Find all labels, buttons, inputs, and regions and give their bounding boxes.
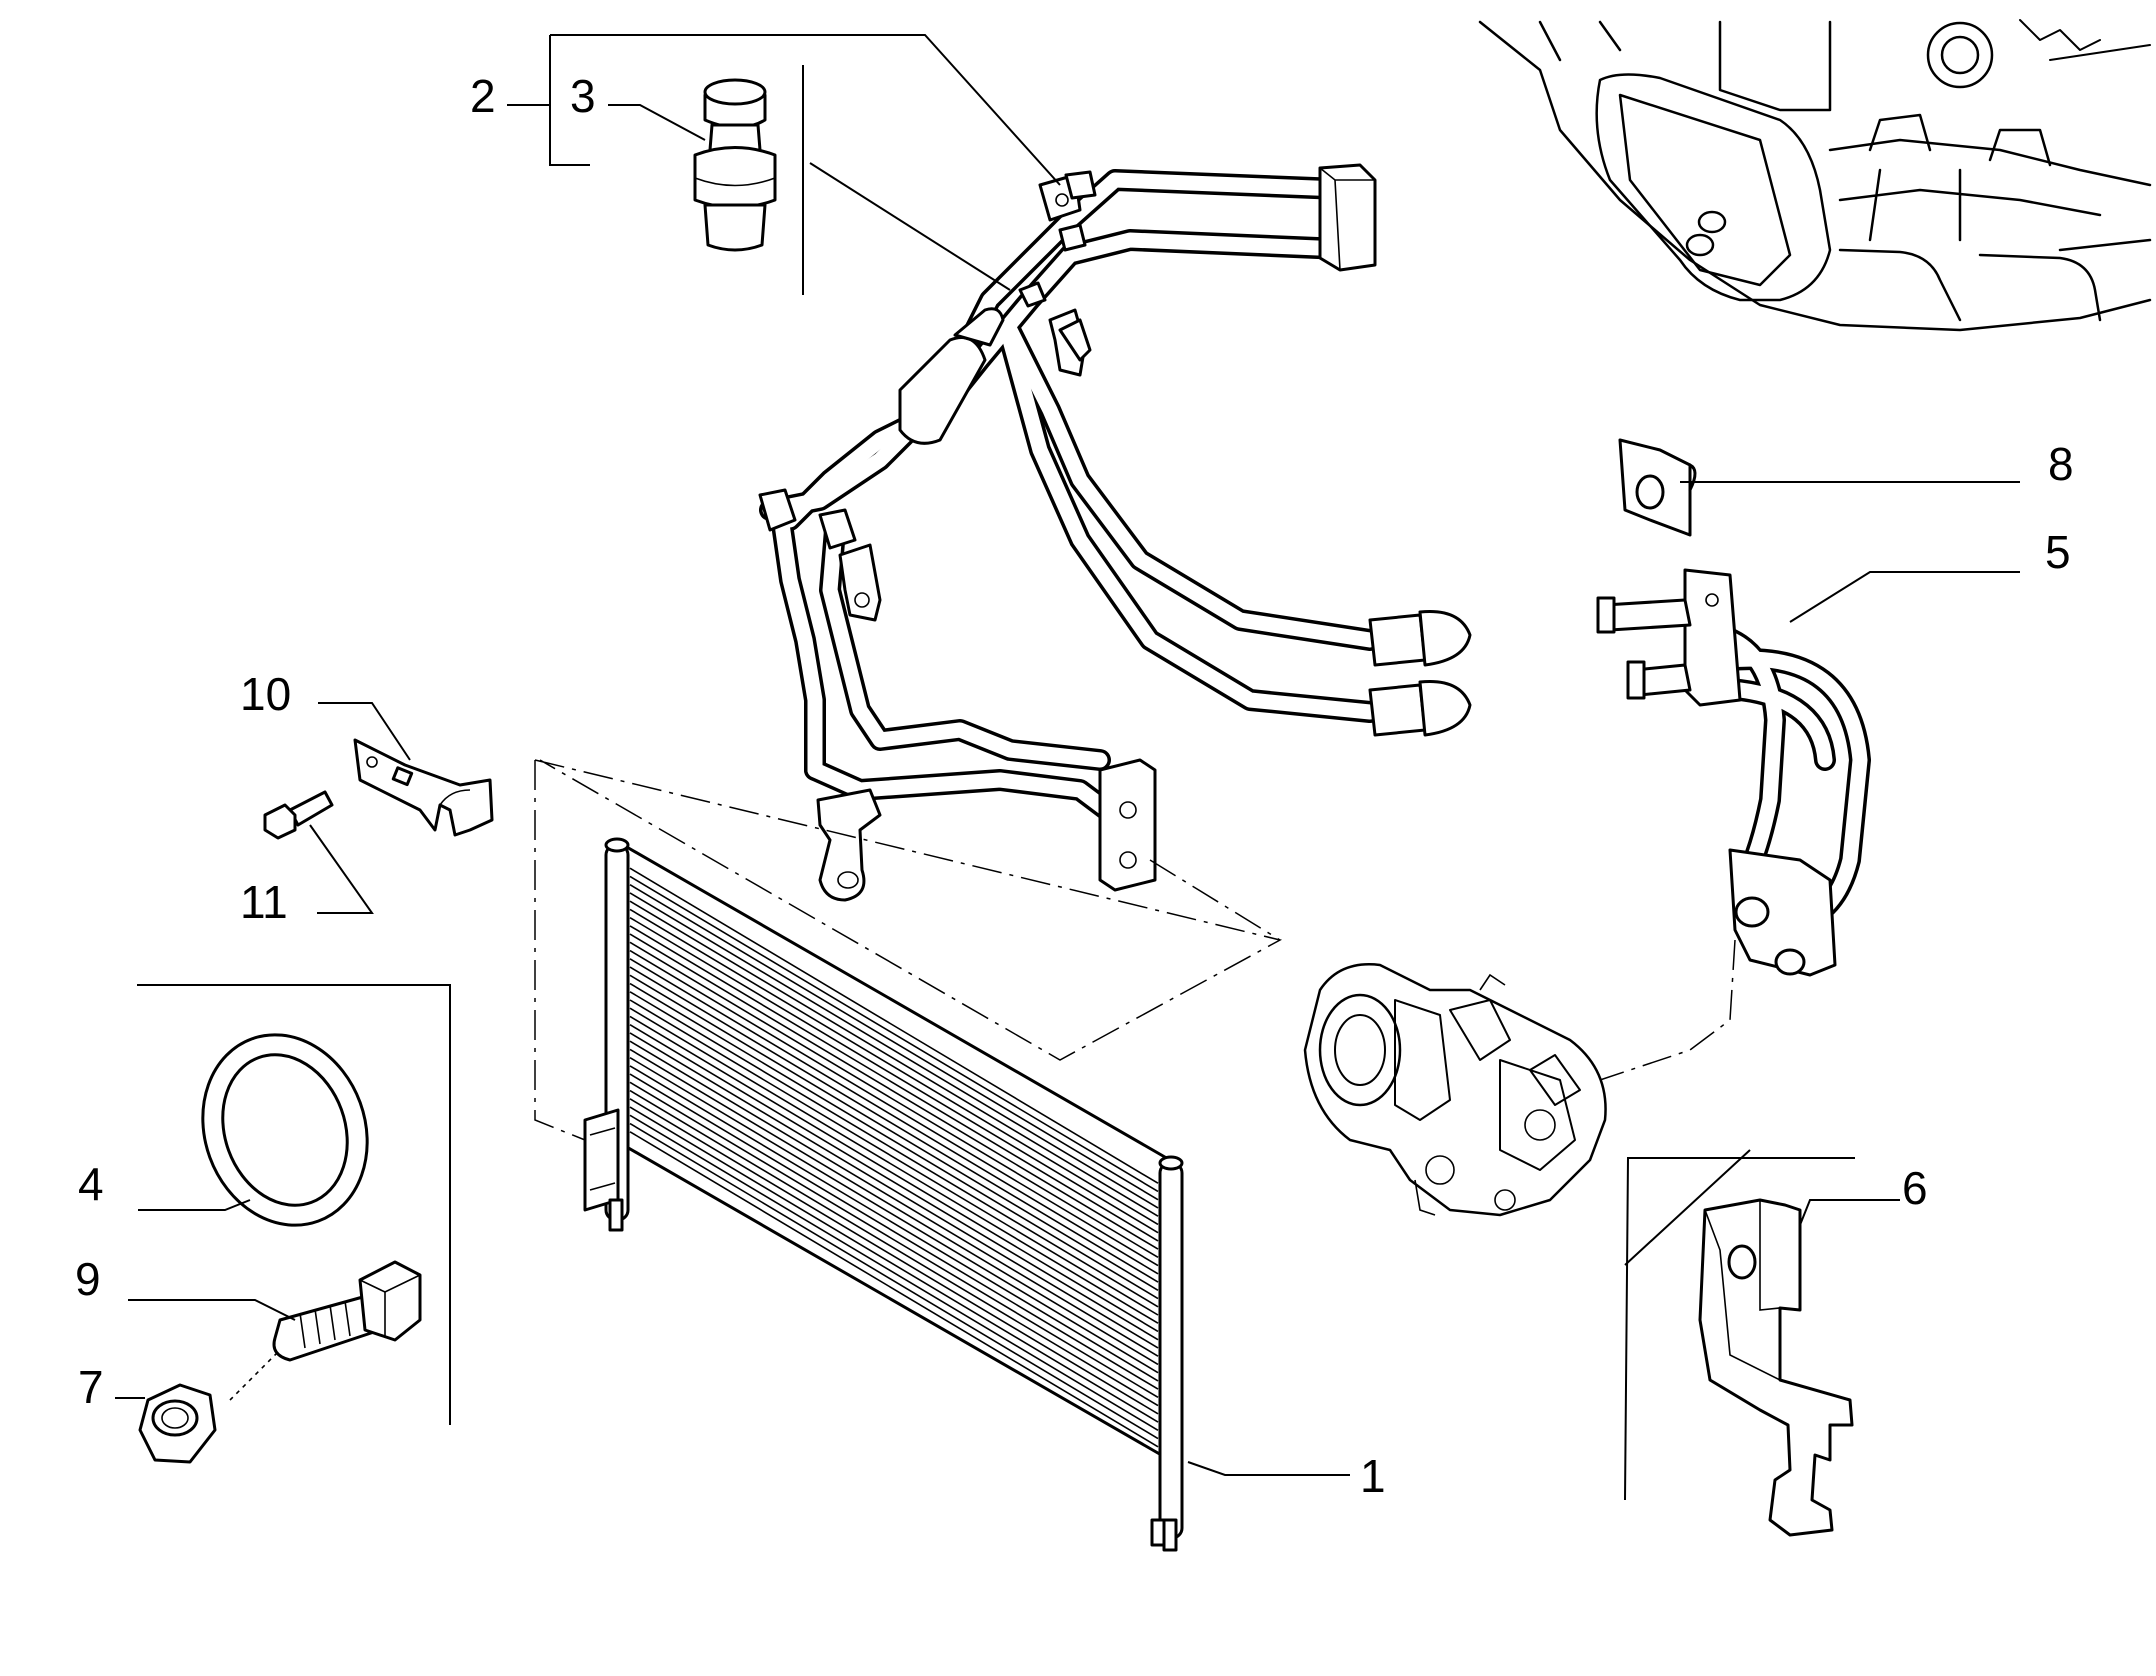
condenser-fin-line [629,884,1159,1201]
condenser-fin-line [629,966,1159,1283]
callout-4: 4 [78,1158,104,1210]
condenser-fin-line [629,1131,1159,1448]
seal-ring-part [201,1033,369,1227]
condenser-fins [629,867,1159,1448]
condenser-fin-line [629,1065,1159,1382]
condenser-fin-line [629,991,1159,1308]
condenser-fin-line [629,1040,1159,1357]
bracket-part [353,738,494,837]
support-bracket-part [1698,1198,1854,1537]
clip-part [1618,438,1697,537]
condenser-fin-line [629,1024,1159,1341]
callout-7: 7 [78,1361,104,1413]
condenser-fin-line [629,892,1159,1209]
callout-10: 10 [240,668,291,720]
condenser-fin-line [629,949,1159,1267]
hose-assembly [758,163,1472,902]
callout-1: 1 [1360,1450,1386,1502]
engine-block-illustration [1478,19,2152,332]
callout-11: 11 [240,876,288,928]
condenser-fin-line [629,908,1159,1226]
condenser-fin-line [629,933,1159,1250]
condenser-fin-line [629,982,1159,1300]
condenser-fin-line [629,1081,1159,1399]
bolt-part [229,1260,422,1401]
callout-5: 5 [2045,526,2071,578]
condenser-part [583,837,1184,1552]
leader-lines [115,34,2020,1501]
pressure-switch-part [693,78,777,252]
condenser-fin-line [629,958,1159,1275]
condenser-fin-line [629,875,1159,1193]
condenser-fin-line [629,900,1159,1217]
callout-6: 6 [1902,1162,1928,1214]
condenser-fin-line [629,1048,1159,1366]
compressor-illustration [1303,963,1607,1217]
condenser-fin-line [629,1032,1159,1349]
condenser-fin-line [629,1015,1159,1333]
condenser-fin-line [629,1073,1159,1390]
callout-3: 3 [570,70,596,122]
condenser-fin-line [629,974,1159,1291]
condenser-fin-line [629,1106,1159,1423]
condenser-fin-line [629,1122,1159,1440]
condenser-fin-line [629,1007,1159,1324]
condenser-fin-line [629,999,1159,1316]
condenser-fin-line [629,941,1159,1259]
callout-8: 8 [2048,438,2074,490]
liquid-line-part [1596,568,1871,977]
callout-9: 9 [75,1253,101,1305]
condenser-fin-line [629,1089,1159,1407]
callout-2: 2 [470,70,496,122]
condenser-fin-line [629,1114,1159,1431]
condenser-fin-line [629,867,1159,1184]
condenser-fin-line [629,1056,1159,1374]
screw-part [263,790,334,840]
nut-part [138,1383,217,1464]
condenser-fin-line [629,925,1159,1242]
condenser-fin-line [629,916,1159,1234]
assembly-reference-lines [534,759,1736,1141]
callout-labels: 1 2 3 4 5 6 7 8 9 10 11 [75,70,2074,1502]
condenser-fin-line [629,1098,1159,1415]
